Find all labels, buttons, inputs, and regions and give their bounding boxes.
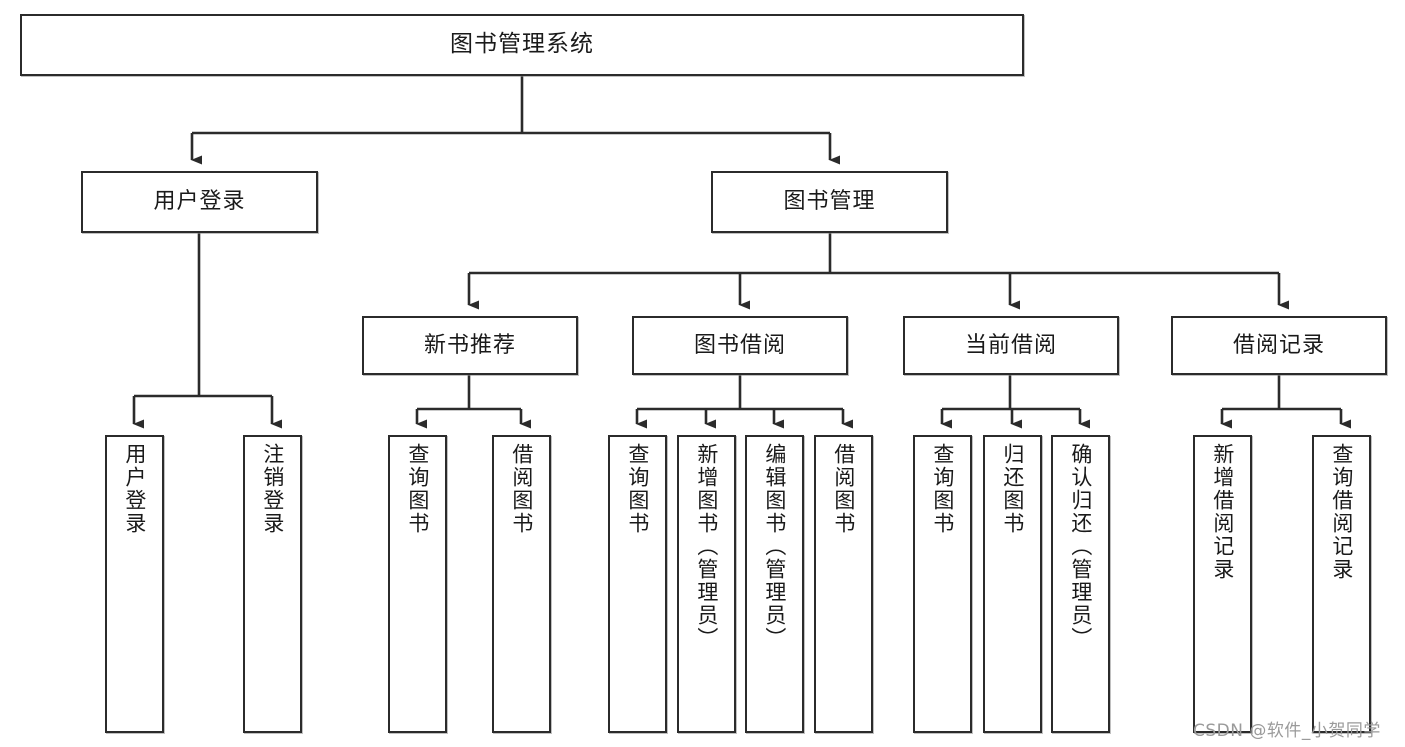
node-label: 用户登录	[122, 443, 147, 535]
node-label: 借阅记录	[1232, 332, 1325, 358]
leaf-logout-login[interactable]: 注销登录	[243, 435, 302, 733]
leaf-query-borrow-record[interactable]: 查询借阅记录	[1312, 435, 1371, 733]
node-root-book-management-system[interactable]: 图书管理系统	[20, 14, 1024, 76]
node-label: 新书推荐	[423, 332, 516, 358]
node-user-login[interactable]: 用户登录	[81, 171, 318, 233]
node-book-borrow[interactable]: 图书借阅	[632, 316, 848, 375]
node-label: 借阅图书	[831, 443, 856, 535]
node-current-borrow[interactable]: 当前借阅	[903, 316, 1119, 375]
leaf-query-book-borrow[interactable]: 查询图书	[608, 435, 667, 733]
node-label: 查询图书	[625, 443, 650, 535]
leaf-return-book[interactable]: 归还图书	[983, 435, 1042, 733]
leaf-query-book-current[interactable]: 查询图书	[913, 435, 972, 733]
node-label: 注销登录	[260, 443, 285, 535]
node-label: 确认归还（管理员）	[1068, 443, 1093, 650]
leaf-query-book-recommend[interactable]: 查询图书	[388, 435, 447, 733]
node-label: 图书管理系统	[450, 31, 594, 58]
node-label: 新增借阅记录	[1210, 443, 1235, 581]
node-label: 归还图书	[1000, 443, 1025, 535]
node-label: 当前借阅	[964, 332, 1057, 358]
node-label: 图书借阅	[693, 332, 786, 358]
node-label: 查询图书	[405, 443, 430, 535]
node-label: 图书管理	[783, 189, 876, 215]
node-label: 查询借阅记录	[1329, 443, 1354, 581]
leaf-add-book-admin[interactable]: 新增图书（管理员）	[677, 435, 736, 733]
node-book-management[interactable]: 图书管理	[711, 171, 948, 233]
node-label: 用户登录	[153, 189, 246, 215]
node-label: 新增图书（管理员）	[694, 443, 719, 650]
node-label: 编辑图书（管理员）	[762, 443, 787, 650]
leaf-user-login[interactable]: 用户登录	[105, 435, 164, 733]
leaf-add-borrow-record[interactable]: 新增借阅记录	[1193, 435, 1252, 733]
leaf-confirm-return-admin[interactable]: 确认归还（管理员）	[1051, 435, 1110, 733]
leaf-edit-book-admin[interactable]: 编辑图书（管理员）	[745, 435, 804, 733]
node-new-book-recommend[interactable]: 新书推荐	[362, 316, 578, 375]
leaf-borrow-book-borrow[interactable]: 借阅图书	[814, 435, 873, 733]
csdn-watermark: CSDN @软件_小贺同学	[1193, 721, 1381, 741]
leaf-borrow-book-recommend[interactable]: 借阅图书	[492, 435, 551, 733]
node-label: 查询图书	[930, 443, 955, 535]
node-borrow-record[interactable]: 借阅记录	[1171, 316, 1387, 375]
node-label: 借阅图书	[509, 443, 534, 535]
